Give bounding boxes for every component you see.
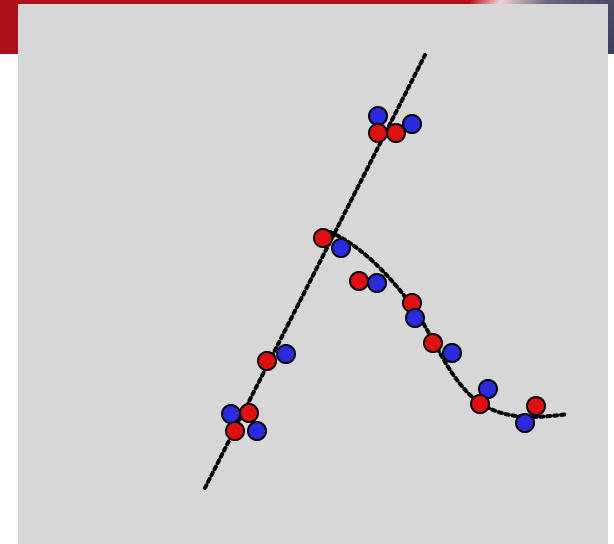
blue-point: [276, 344, 296, 364]
blue-point: [402, 114, 422, 134]
blue-point: [442, 343, 462, 363]
red-point: [257, 351, 277, 371]
red-point: [368, 123, 388, 143]
red-point: [225, 421, 245, 441]
red-point: [349, 271, 369, 291]
points-layer: [221, 106, 546, 441]
blue-point: [247, 421, 267, 441]
blue-point: [368, 106, 388, 126]
red-point: [313, 228, 333, 248]
blue-point: [515, 413, 535, 433]
blue-point: [367, 273, 387, 293]
lower-dotted-curve: [328, 230, 570, 419]
blue-point: [331, 238, 351, 258]
red-point: [526, 396, 546, 416]
red-point: [470, 394, 490, 414]
red-point: [386, 123, 406, 143]
blue-point: [405, 308, 425, 328]
red-point: [239, 403, 259, 423]
blue-point: [221, 404, 241, 424]
red-point: [423, 333, 443, 353]
